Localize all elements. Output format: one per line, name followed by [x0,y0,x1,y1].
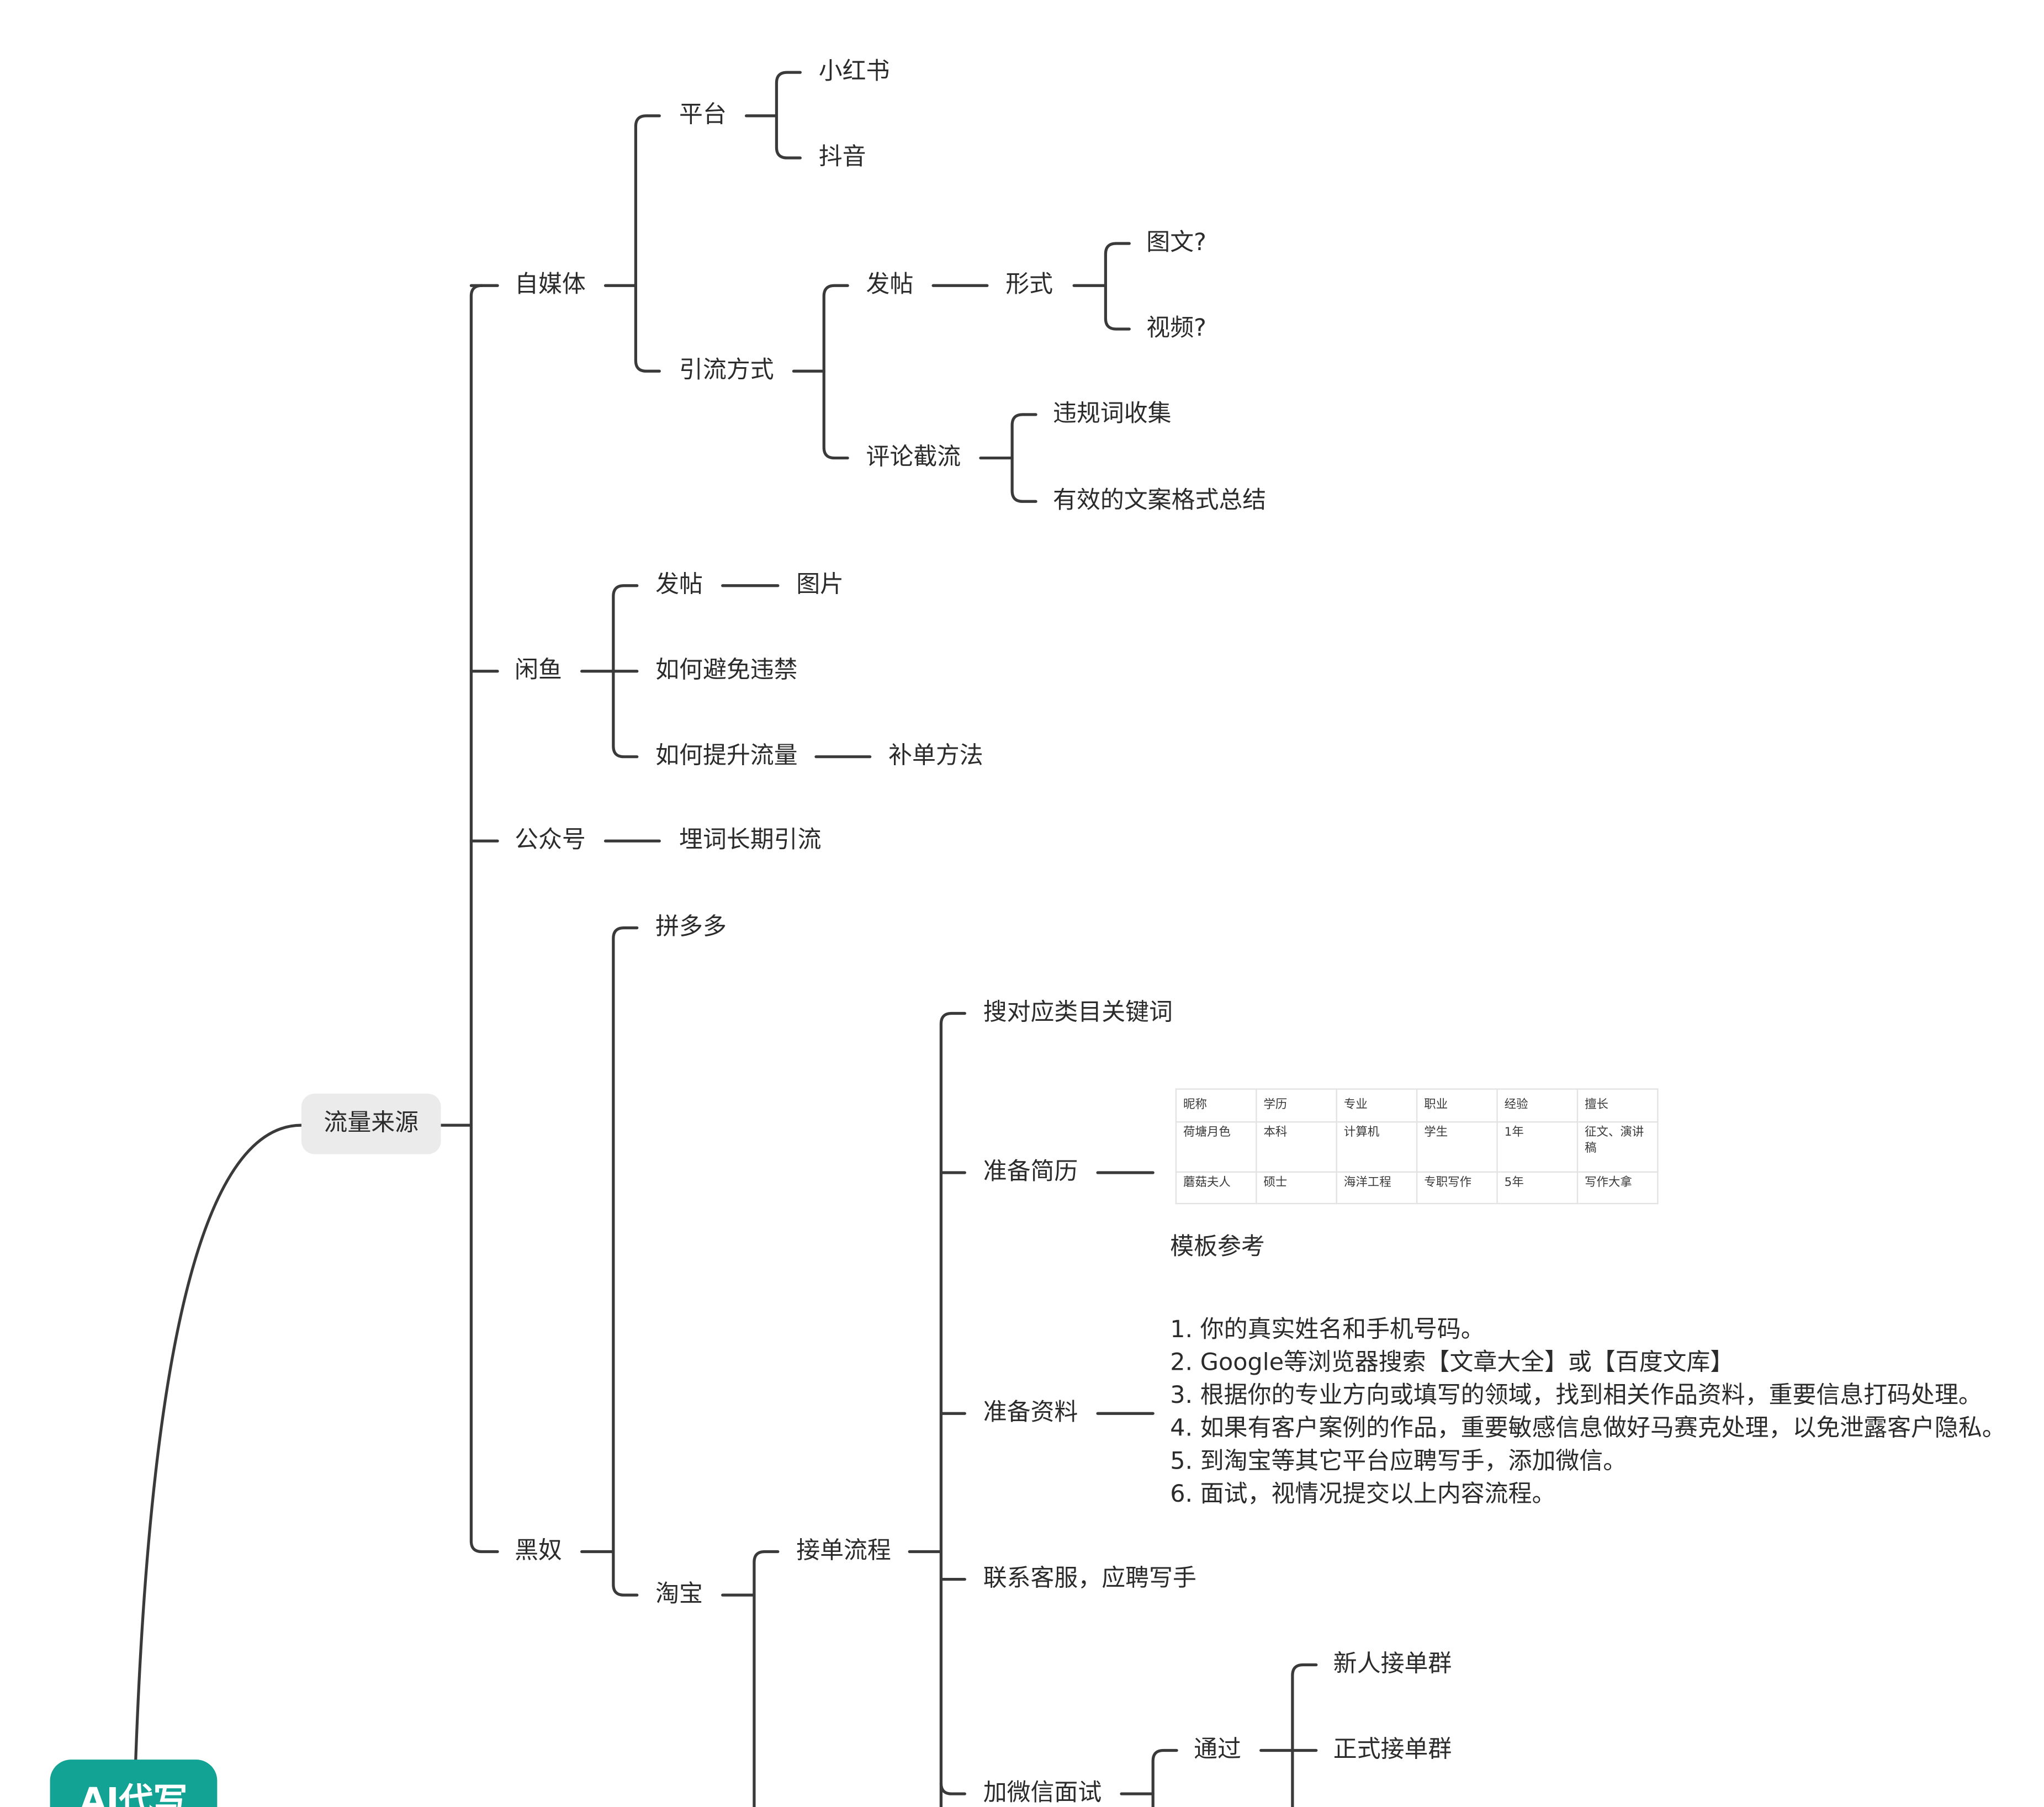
node-platform[interactable]: 平台 [679,101,727,129]
node-xianyu-fatie[interactable]: 发帖 [655,571,703,599]
node-search[interactable]: 搜对应类目关键词 [983,999,1173,1027]
table-cell: 蘑菇夫人 [1175,1171,1257,1205]
node-wechat[interactable]: 加微信面试 [983,1779,1102,1807]
table-header-cell: 专业 [1336,1088,1418,1123]
table-row: 荷塘月色 本科 计算机 学生 1年 征文、演讲稿 [1175,1121,1659,1173]
node-zimeiti[interactable]: 自媒体 [515,271,586,299]
resume-caption: 模板参考 [1170,1233,1265,1261]
node-maici[interactable]: 埋词长期引流 [679,826,822,855]
main-topic-node[interactable]: 流量来源 [301,1093,441,1154]
connector-root-main [134,1124,303,1765]
table-header-cell: 经验 [1496,1088,1579,1123]
table-cell: 硕士 [1256,1171,1337,1205]
node-yinliu[interactable]: 引流方式 [679,357,774,385]
table-cell: 征文、演讲稿 [1576,1121,1659,1173]
node-wenan[interactable]: 有效的文案格式总结 [1053,487,1267,515]
table-header-row: 昵称 学历 专业 职业 经验 擅长 [1175,1088,1659,1123]
node-weiguici[interactable]: 违规词收集 [1053,400,1172,428]
node-resume[interactable]: 准备简历 [983,1158,1078,1186]
node-avoid[interactable]: 如何避免违禁 [655,656,798,685]
table-cell: 1年 [1496,1121,1579,1173]
node-xiaohongshu[interactable]: 小红书 [818,57,890,86]
materials-step: 6. 面试，视情况提交以上内容流程。 [1170,1480,1556,1508]
resume-template-table: 昵称 学历 专业 职业 经验 擅长 荷塘月色 本科 计算机 学生 1年 征文、演… [1175,1088,1659,1205]
table-cell: 海洋工程 [1336,1171,1418,1205]
table-cell: 写作大拿 [1576,1171,1659,1205]
table-cell: 荷塘月色 [1175,1121,1257,1173]
node-shipin[interactable]: 视频? [1146,314,1206,342]
materials-step: 4. 如果有客户案例的作品，重要敏感信息做好马赛克处理，以免泄露客户隐私。 [1170,1414,2006,1443]
node-formal-group[interactable]: 正式接单群 [1333,1736,1452,1764]
node-gongzhonghao[interactable]: 公众号 [515,826,586,855]
materials-step: 2. Google等浏览器搜索【文章大全】或【百度文库】 [1170,1349,1734,1377]
materials-steps: 1. 你的真实姓名和手机号码。 2. Google等浏览器搜索【文章大全】或【百… [1170,1313,2005,1511]
materials-step: 3. 根据你的专业方向或填写的领域，找到相关作品资料，重要信息打码处理。 [1170,1381,1982,1410]
node-pinglun[interactable]: 评论截流 [866,443,961,471]
node-materials[interactable]: 准备资料 [983,1398,1078,1427]
table-header-cell: 昵称 [1175,1088,1257,1123]
node-taobao[interactable]: 淘宝 [655,1580,703,1609]
table-cell: 本科 [1256,1121,1337,1173]
materials-step: 5. 到淘宝等其它平台应聘写手，添加微信。 [1170,1448,1627,1476]
node-pdd[interactable]: 拼多多 [655,913,727,941]
node-xianyu[interactable]: 闲鱼 [515,656,562,685]
table-cell: 学生 [1416,1121,1498,1173]
node-tupian[interactable]: 图片 [796,571,844,599]
table-cell: 计算机 [1336,1121,1418,1173]
node-boost[interactable]: 如何提升流量 [655,742,798,770]
node-contact[interactable]: 联系客服，应聘写手 [983,1565,1196,1593]
node-heinu[interactable]: 黑奴 [515,1537,562,1565]
node-budan[interactable]: 补单方法 [888,742,983,770]
node-newbie-group[interactable]: 新人接单群 [1333,1650,1452,1678]
table-header-cell: 擅长 [1576,1088,1659,1123]
table-cell: 专职写作 [1416,1171,1498,1205]
node-fatie[interactable]: 发帖 [866,271,914,299]
table-header-cell: 职业 [1416,1088,1498,1123]
table-row: 蘑菇夫人 硕士 海洋工程 专职写作 5年 写作大拿 [1175,1171,1659,1205]
table-header-cell: 学历 [1256,1088,1337,1123]
table-cell: 5年 [1496,1171,1579,1205]
node-douyin[interactable]: 抖音 [818,143,866,171]
connector-main-trunk [469,284,499,1554]
materials-step: 1. 你的真实姓名和手机号码。 [1170,1316,1485,1344]
root-node[interactable]: AI代写 [50,1760,218,1807]
node-tuwen[interactable]: 图文? [1146,229,1206,257]
node-xingshi[interactable]: 形式 [1005,271,1053,299]
node-pass[interactable]: 通过 [1194,1736,1241,1764]
node-process[interactable]: 接单流程 [796,1537,891,1565]
